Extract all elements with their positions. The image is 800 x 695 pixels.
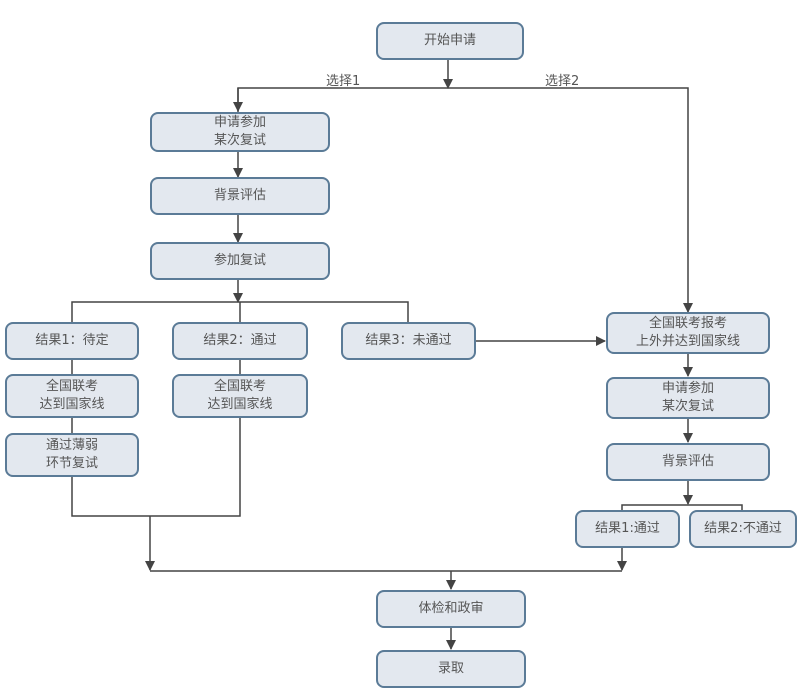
edge-right-branch (621, 504, 743, 510)
node-result1-national-exam: 全国联考 达到国家线 (5, 374, 139, 418)
node-right-result2-fail: 结果2:不通过 (689, 510, 797, 548)
node-text: 结果3：未通过 (365, 333, 452, 348)
node-result1-weak-retest: 通过薄弱 环节复试 (5, 433, 139, 477)
node-text: 全国联考 (213, 379, 266, 394)
node-text: 达到国家线 (207, 397, 273, 412)
node-left-apply-retest: 申请参加 某次复试 (150, 112, 330, 152)
node-admission: 录取 (376, 650, 526, 688)
node-result2-pass: 结果2：通过 (172, 322, 308, 360)
node-result1-pending: 结果1：待定 (5, 322, 139, 360)
node-text: 申请参加 (213, 115, 266, 130)
node-right-national-exam: 全国联考报考 上外并达到国家线 (606, 312, 770, 354)
node-right-background-assessment: 背景评估 (606, 443, 770, 481)
choice2-label: 选择2 (545, 74, 580, 89)
node-text: 录取 (437, 661, 464, 676)
node-text: 结果2：通过 (203, 333, 277, 348)
node-text: 背景评估 (661, 454, 714, 469)
node-start: 开始申请 (376, 22, 524, 60)
node-text: 通过薄弱 (45, 438, 98, 453)
node-text: 申请参加 (661, 381, 714, 396)
node-physical-political-review: 体检和政审 (376, 590, 526, 628)
node-text: 结果1：待定 (35, 333, 109, 348)
node-text: 背景评估 (213, 188, 266, 203)
node-text: 开始申请 (423, 33, 476, 48)
node-text: 某次复试 (661, 399, 714, 414)
node-right-result1-pass: 结果1:通过 (575, 510, 680, 548)
choice1-label: 选择1 (326, 74, 361, 89)
node-left-background-assessment: 背景评估 (150, 177, 330, 215)
edge-left-merge (71, 418, 241, 517)
node-right-apply-retest: 申请参加 某次复试 (606, 377, 770, 419)
node-left-attend-retest: 参加复试 (150, 242, 330, 280)
node-text: 全国联考 (45, 379, 98, 394)
node-text: 达到国家线 (39, 397, 105, 412)
node-text: 参加复试 (213, 253, 266, 268)
node-text: 体检和政审 (418, 601, 484, 616)
node-text: 环节复试 (45, 456, 98, 471)
node-text: 全国联考报考 (648, 316, 727, 331)
node-text: 上外并达到国家线 (635, 334, 740, 349)
node-text: 某次复试 (213, 133, 266, 148)
node-result2-national-exam: 全国联考 达到国家线 (172, 374, 308, 418)
node-result3-fail: 结果3：未通过 (341, 322, 476, 360)
node-text: 结果1:通过 (595, 521, 660, 536)
node-text: 结果2:不通过 (704, 521, 782, 536)
